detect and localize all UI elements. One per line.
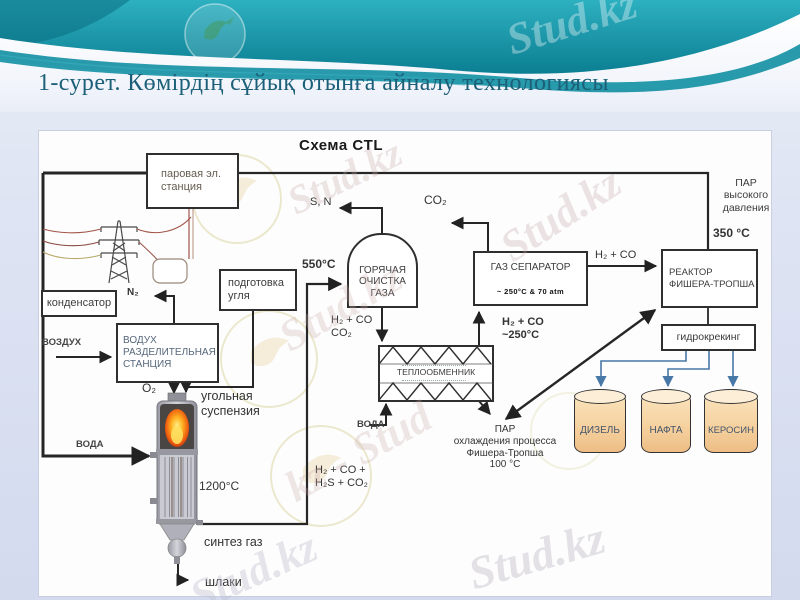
coal-slurry-label: угольная суспензия: [201, 389, 260, 418]
water-left-label: ВОДА: [76, 439, 104, 450]
condenser-box: конденсатор: [41, 290, 117, 317]
power-tower-graphic: [42, 209, 194, 284]
diesel-tank: ДИЗЕЛЬ: [574, 389, 626, 453]
diagram-panel: Схема CTL паровая эл. станция конденсато…: [38, 130, 772, 600]
naphtha-label: НАФТА: [649, 425, 683, 437]
hp-steam-label: ПАР высокого давления: [722, 177, 770, 214]
gas-separator-box: ГАЗ СЕПАРАТОР ~ 250°C & 70 atm: [473, 251, 588, 306]
transformer-box: [152, 258, 188, 284]
hydrocracking-box: гидрокрекинг: [661, 324, 756, 351]
sn-label: S, N: [310, 196, 332, 208]
logo-ghost-icon: [184, 3, 246, 65]
o2-label: O₂: [142, 381, 156, 395]
heat-exchanger-label: ТЕПЛООБМЕННИК: [396, 367, 476, 377]
scheme-title: Схема CTL: [298, 137, 383, 154]
syngas-label: синтез газ: [204, 535, 263, 549]
h2co-label: H₂ + CO: [595, 249, 637, 261]
kerosene-tank: КЕРОСИН: [704, 389, 758, 453]
header-waves: [0, 0, 800, 112]
ft-steam-label: ПАР охлаждения процесса Фишера-Тропша 10…: [453, 424, 557, 471]
n2-label: N₂: [127, 287, 139, 298]
slag-label: шлаки: [205, 575, 242, 589]
hx-in-label: H₂ + CO CO₂: [331, 314, 373, 339]
gas-separator-conditions: ~ 250°C & 70 atm: [496, 287, 565, 297]
water-mid-label: ВОДА: [357, 419, 385, 430]
temp-550-label: 550°C: [302, 257, 336, 271]
page-title: 1-сурет. Көмірдің сұйық отынға айналу те…: [38, 70, 609, 96]
air-separation-box: ВОДУХ РАЗДЕЛИТЕЛЬНАЯ СТАНЦИЯ: [116, 323, 219, 383]
kerosene-label: КЕРОСИН: [708, 425, 754, 437]
product-arrows: [595, 351, 739, 388]
thin-wave-line: [0, 54, 456, 81]
thin-wave-line-2: [0, 59, 466, 86]
steam-station-box: паровая эл. станция: [146, 153, 239, 209]
air-label: ВОЗДУХ: [42, 337, 82, 348]
ft-reactor-box: РЕАКТОР ФИШЕРА-ТРОПША: [661, 249, 758, 308]
heat-exchanger: [378, 345, 494, 402]
gasifier-vessel: [150, 392, 203, 564]
header-corner-shade: [0, 0, 130, 48]
gasifier-temp-label: 1200°C: [199, 479, 240, 493]
coal-prep-box: подготовка угля: [219, 269, 297, 311]
temp-350-label: 350 °C: [713, 226, 750, 240]
co2-label: CO₂: [424, 193, 447, 207]
hot-gas-cleaning-vessel: ГОРЯЧАЯ ОЧИСТКА ГАЗА: [347, 233, 418, 308]
tank-top: [704, 389, 758, 404]
micro-caption: [402, 380, 466, 381]
teal-stripe: [0, 44, 800, 93]
tank-top: [574, 389, 626, 404]
tank-top: [641, 389, 691, 404]
naphtha-tank: НАФТА: [641, 389, 691, 453]
gas-separator-label: ГАЗ СЕПАРАТОР: [490, 262, 571, 273]
micro-caption: [402, 365, 466, 366]
syngas-formula-label: H₂ + CO + H₂S + CO₂: [315, 464, 368, 489]
diesel-label: ДИЗЕЛЬ: [580, 425, 620, 437]
connector-lines: [41, 171, 739, 587]
hx-out-label: H₂ + CO ~250°C: [502, 316, 544, 341]
